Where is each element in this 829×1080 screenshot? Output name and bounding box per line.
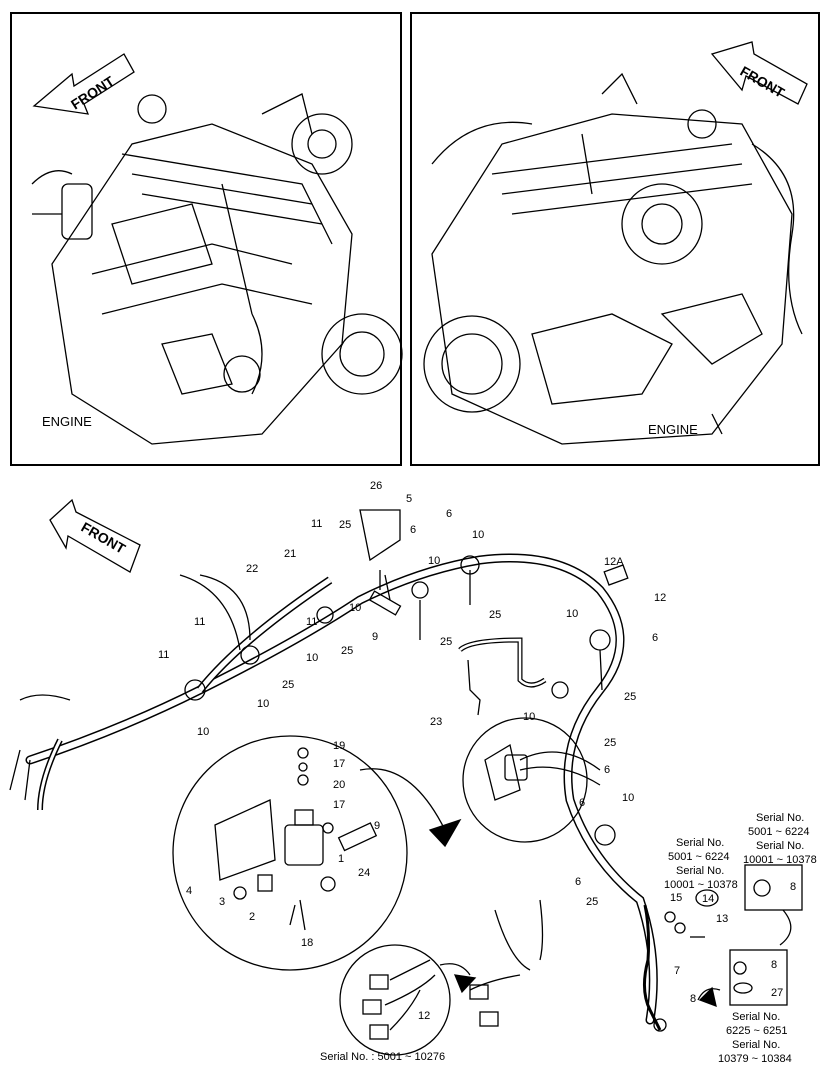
callout-25d: 25 bbox=[341, 645, 353, 657]
serial-bottom-center: Serial No. : 5001 ~ 10276 bbox=[320, 1051, 445, 1063]
callout-14: 14 bbox=[702, 893, 714, 905]
callout-6a: 6 bbox=[410, 524, 416, 536]
front-arrow-right bbox=[710, 41, 808, 105]
serial-bottom-right-4: 10379 ~ 10384 bbox=[718, 1053, 792, 1065]
serial-bottom-right-3: Serial No. bbox=[732, 1039, 780, 1051]
callout-1: 1 bbox=[338, 853, 344, 865]
callout-10f: 10 bbox=[523, 711, 535, 723]
engine-view-left: ENGINE FRONT bbox=[10, 12, 403, 466]
callout-6d: 6 bbox=[604, 764, 610, 776]
callout-10c: 10 bbox=[349, 602, 361, 614]
callout-24: 24 bbox=[358, 867, 370, 879]
callout-25c: 25 bbox=[440, 636, 452, 648]
engine-view-right: ENGINE FRONT bbox=[410, 12, 820, 466]
callout-17b: 17 bbox=[333, 799, 345, 811]
callout-6b: 6 bbox=[446, 508, 452, 520]
callout-10g: 10 bbox=[622, 792, 634, 804]
callout-22: 22 bbox=[246, 563, 258, 575]
front-label-left: FRONT bbox=[68, 73, 118, 113]
callout-9b: 9 bbox=[374, 820, 380, 832]
callout-6e: 6 bbox=[575, 876, 581, 888]
callout-2: 2 bbox=[249, 911, 255, 923]
callout-13: 13 bbox=[716, 913, 728, 925]
callout-21: 21 bbox=[284, 548, 296, 560]
callout-19: 19 bbox=[333, 740, 345, 752]
callout-11c: 11 bbox=[158, 649, 169, 661]
callout-9a: 9 bbox=[372, 631, 378, 643]
callout-8b: 8 bbox=[690, 993, 696, 1005]
serial-top-right-1: Serial No. bbox=[756, 812, 804, 824]
serial-mid-2: 5001 ~ 6224 bbox=[668, 851, 729, 863]
callout-12: 12 bbox=[654, 592, 666, 604]
serial-mid-3: Serial No. bbox=[676, 865, 724, 877]
callout-25e: 25 bbox=[624, 691, 636, 703]
callout-5: 5 bbox=[406, 493, 412, 505]
callout-7: 7 bbox=[674, 965, 680, 977]
callout-10e: 10 bbox=[306, 652, 318, 664]
callout-25g: 25 bbox=[282, 679, 294, 691]
front-arrow-lower bbox=[49, 498, 141, 573]
front-arrow-left bbox=[32, 53, 135, 115]
callout-26: 26 bbox=[370, 480, 382, 492]
serial-top-right-3: Serial No. bbox=[756, 840, 804, 852]
callout-20: 20 bbox=[333, 779, 345, 791]
callout-8a: 8 bbox=[790, 881, 796, 893]
callout-10b: 10 bbox=[428, 555, 440, 567]
engine-left-illustration: ENGINE FRONT bbox=[31, 53, 403, 445]
callout-15: 15 bbox=[670, 892, 682, 904]
callout-25f: 25 bbox=[604, 737, 616, 749]
serial-box-lower bbox=[729, 949, 788, 1006]
callout-4: 4 bbox=[186, 885, 192, 897]
serial-mid-1: Serial No. bbox=[676, 837, 724, 849]
callout-25h: 25 bbox=[586, 896, 598, 908]
callout-23: 23 bbox=[430, 716, 442, 728]
callout-12a: 12A bbox=[604, 556, 624, 568]
callout-10a: 10 bbox=[472, 529, 484, 541]
callout-11a: 11 bbox=[311, 518, 322, 530]
callout-25a: 25 bbox=[339, 519, 351, 531]
callout-3: 3 bbox=[219, 896, 225, 908]
engine-right-illustration: ENGINE FRONT bbox=[423, 41, 808, 445]
callout-25b: 25 bbox=[489, 609, 501, 621]
callout-27: 27 bbox=[771, 987, 783, 999]
callout-10i: 10 bbox=[197, 726, 209, 738]
callout-10d: 10 bbox=[566, 608, 578, 620]
callout-17a: 17 bbox=[333, 758, 345, 770]
serial-mid-4: 10001 ~ 10378 bbox=[664, 879, 738, 891]
serial-box-upper bbox=[744, 864, 803, 911]
engine-label-right: ENGINE bbox=[648, 422, 698, 437]
callout-10h: 10 bbox=[257, 698, 269, 710]
serial-bottom-right-2: 6225 ~ 6251 bbox=[726, 1025, 787, 1037]
callout-6c: 6 bbox=[652, 632, 658, 644]
callout-12b: 12 bbox=[418, 1010, 430, 1022]
callout-6f: 6 bbox=[579, 797, 585, 809]
serial-bottom-right-1: Serial No. bbox=[732, 1011, 780, 1023]
serial-top-right-2: 5001 ~ 6224 bbox=[748, 826, 809, 838]
callout-8c: 8 bbox=[771, 959, 777, 971]
callout-18: 18 bbox=[301, 937, 313, 949]
callout-11b: 11 bbox=[194, 616, 205, 628]
front-label-lower: FRONT bbox=[79, 519, 129, 557]
serial-top-right-4: 10001 ~ 10378 bbox=[743, 854, 817, 866]
callout-11d: 11 bbox=[306, 616, 317, 628]
engine-label-left: ENGINE bbox=[42, 414, 92, 429]
